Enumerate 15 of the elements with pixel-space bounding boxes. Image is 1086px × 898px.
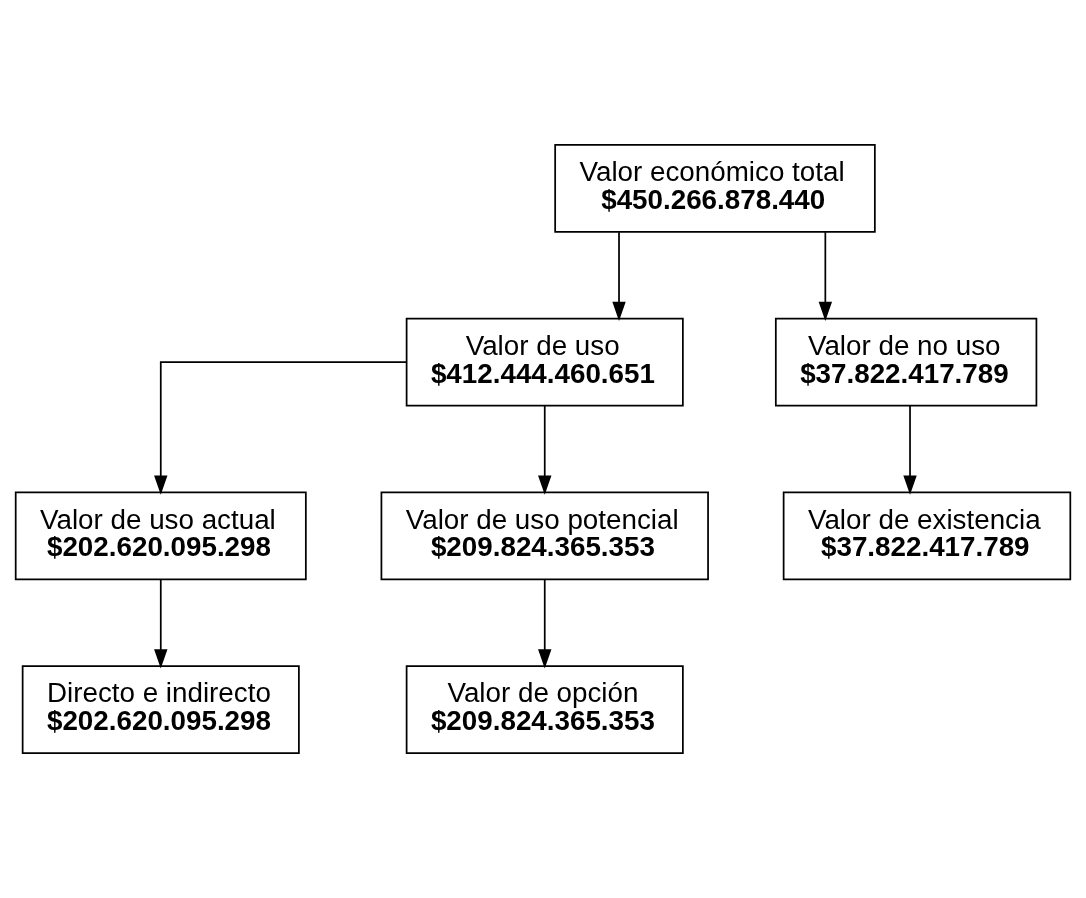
- node-box: Valor de uso $412.444.460.651: [405, 317, 684, 407]
- arrow: [612, 231, 626, 321]
- arrow: [538, 405, 552, 495]
- node-box: Valor económico total $450.266.878.440: [554, 144, 876, 233]
- node-box: Directo e indirecto $202.620.095.298: [21, 665, 300, 754]
- node-box: Valor de uso actual $202.620.095.298: [14, 491, 307, 581]
- node-box: Valor de opción $209.824.365.353: [405, 665, 684, 754]
- arrow: [818, 231, 833, 321]
- node-box: Valor de existencia $37.822.417.789: [782, 491, 1072, 581]
- arrow: [154, 361, 407, 495]
- arrow: [903, 405, 917, 495]
- node-box: Valor de no uso $37.822.417.789: [774, 317, 1038, 407]
- arrow: [538, 578, 552, 669]
- arrow: [154, 578, 168, 669]
- node-box: Valor de uso potencial $209.824.365.353: [380, 491, 709, 581]
